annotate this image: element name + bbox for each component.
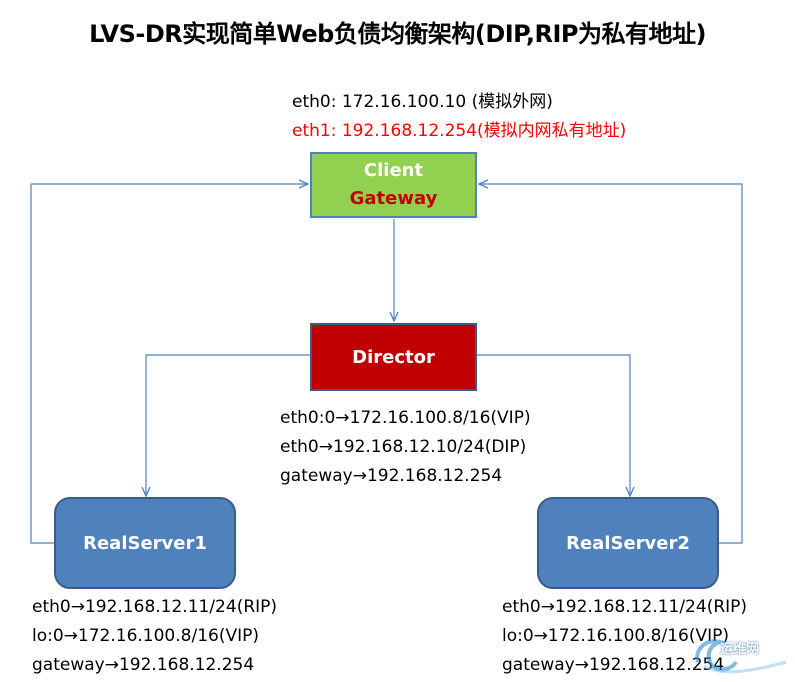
realserver1-node: RealServer1 [54, 497, 236, 589]
diagram-title: LVS-DR实现简单Web负债均衡架构(DIP,RIP为私有地址) [89, 20, 706, 48]
realserver1-label: RealServer1 [83, 532, 207, 554]
director-label: Director [352, 346, 435, 368]
realserver2-address-info: eth0→192.168.12.11/24(RIP) lo:0→172.16.1… [502, 593, 747, 680]
link-director-rs1 [146, 354, 310, 495]
client-eth0-address: eth0: 172.16.100.10 (模拟外网) [292, 92, 553, 112]
watermark-swirl-icon [695, 639, 787, 674]
director-node: Director [310, 323, 477, 391]
director-address-info: eth0:0→172.16.100.8/16(VIP) eth0→192.168… [280, 404, 531, 491]
client-label: Client [363, 160, 424, 181]
link-rs1-client [30, 184, 307, 544]
client-gateway-node: Client Gateway [310, 152, 477, 218]
client-eth1-address: eth1: 192.168.12.254(模拟内网私有地址) [292, 121, 627, 141]
realserver1-vip: lo:0→172.16.100.8/16(VIP) [32, 626, 259, 646]
watermark-logo: 运维网 [690, 632, 795, 678]
watermark-text: 运维网 [720, 642, 760, 657]
gateway-label: Gateway [349, 188, 438, 209]
realserver1-rip: eth0→192.168.12.11/24(RIP) [32, 597, 278, 617]
link-rs2-client [480, 184, 743, 544]
realserver2-vip: lo:0→172.16.100.8/16(VIP) [502, 626, 729, 646]
realserver2-gateway: gateway→192.168.12.254 [502, 655, 725, 675]
realserver2-label: RealServer2 [566, 532, 690, 554]
realserver2-node: RealServer2 [537, 497, 719, 589]
client-address-info: eth0: 172.16.100.10 (模拟外网) eth1: 192.168… [292, 88, 626, 146]
director-dip: eth0→192.168.12.10/24(DIP) [280, 437, 527, 457]
director-gateway: gateway→192.168.12.254 [280, 466, 503, 486]
realserver1-gateway: gateway→192.168.12.254 [32, 655, 255, 675]
realserver2-rip: eth0→192.168.12.11/24(RIP) [502, 597, 748, 617]
director-vip: eth0:0→172.16.100.8/16(VIP) [280, 408, 531, 428]
realserver1-address-info: eth0→192.168.12.11/24(RIP) lo:0→172.16.1… [32, 593, 277, 680]
link-director-rs2 [477, 354, 630, 495]
